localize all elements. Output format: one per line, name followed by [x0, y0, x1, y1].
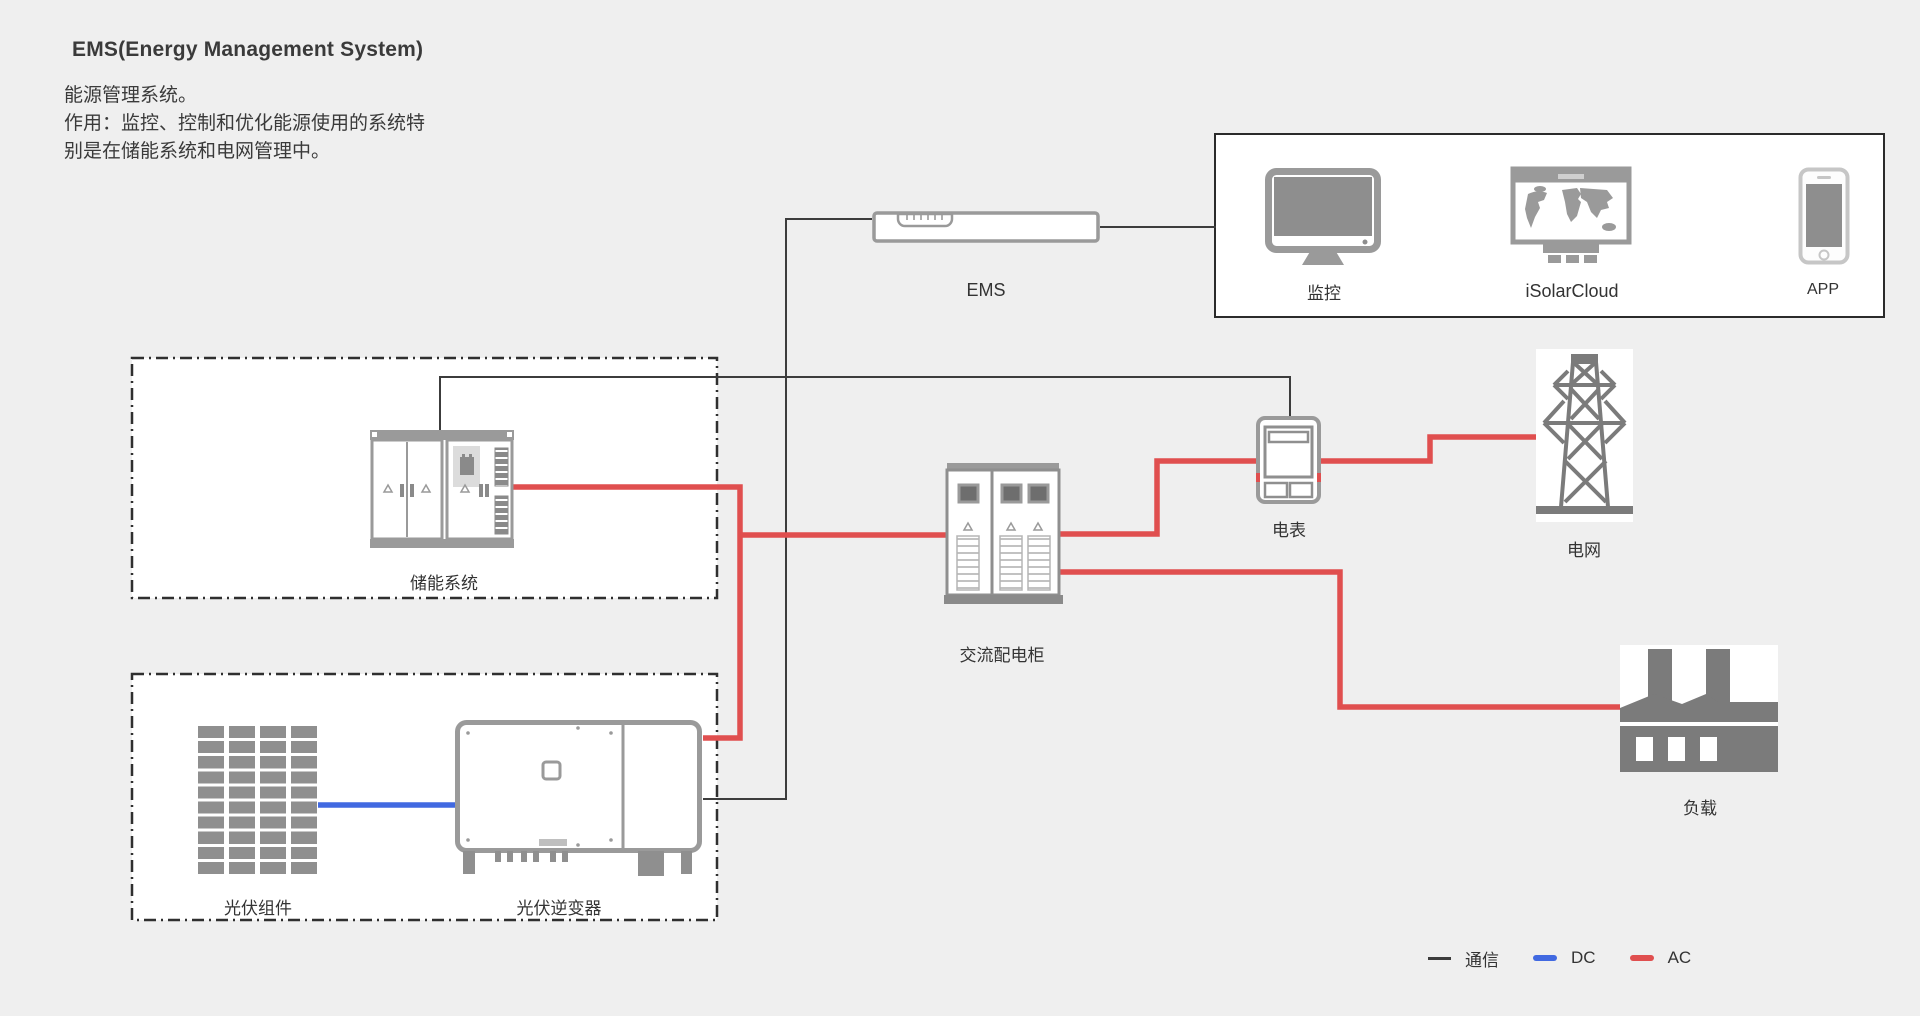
isolarcloud-label: iSolarCloud: [1525, 281, 1619, 301]
legend-comm-line-swatch: [1428, 956, 1451, 960]
comm-line-storage-meter: [439, 376, 1291, 432]
grid-label: 电网: [1567, 541, 1601, 560]
load-factory-icon: [1620, 645, 1778, 772]
description-line: 别是在储能系统和电网管理中。: [64, 141, 331, 162]
legend-ac-label: AC: [1667, 948, 1692, 967]
grid-tower-icon: [1536, 349, 1633, 522]
description-line: 作用：监控、控制和优化能源使用的系统特: [64, 113, 426, 134]
solar-panel-icon: [198, 726, 317, 877]
ems-label: EMS: [966, 280, 1006, 300]
page-title: EMS(Energy Management System): [72, 38, 424, 61]
monitor-icon: [1265, 168, 1381, 270]
legend-comm-label: 通信: [1465, 950, 1499, 970]
meter-icon: [1256, 416, 1321, 506]
legend-dc-label: DC: [1571, 948, 1596, 967]
app-label: APP: [1806, 281, 1840, 298]
ac-line-meter-grid: [1319, 434, 1537, 464]
meter-label: 电表: [1272, 521, 1306, 540]
monitor-label: 监控: [1307, 284, 1341, 303]
ems-device-icon: [872, 211, 1100, 243]
legend: 通信 DC AC: [1428, 944, 1691, 972]
description-block: 能源管理系统。 作用：监控、控制和优化能源使用的系统特 别是在储能系统和电网管理…: [64, 82, 425, 166]
ac-cabinet-icon: [944, 461, 1063, 606]
pv-inverter-label: 光伏逆变器: [516, 899, 602, 918]
load-label: 负载: [1683, 799, 1717, 818]
storage-label: 储能系统: [410, 574, 478, 593]
ac-line-cabinet-load: [1056, 569, 1621, 710]
description-line: 能源管理系统。: [64, 85, 198, 106]
legend-ac-line-swatch: [1629, 955, 1654, 961]
pv-module-label: 光伏组件: [224, 899, 292, 918]
comm-line-ems-inverter: [703, 218, 872, 800]
ac-line-cabinet-meter: [1056, 458, 1258, 537]
ac-cabinet-label: 交流配电柜: [959, 646, 1045, 665]
isolarcloud-icon: [1510, 166, 1632, 268]
smartphone-icon: [1798, 167, 1850, 265]
storage-cabinets-icon: [369, 424, 515, 548]
legend-dc-line-swatch: [1533, 955, 1557, 961]
pv-inverter-icon: [455, 720, 702, 878]
ac-line-storage-inverter: [512, 484, 743, 741]
